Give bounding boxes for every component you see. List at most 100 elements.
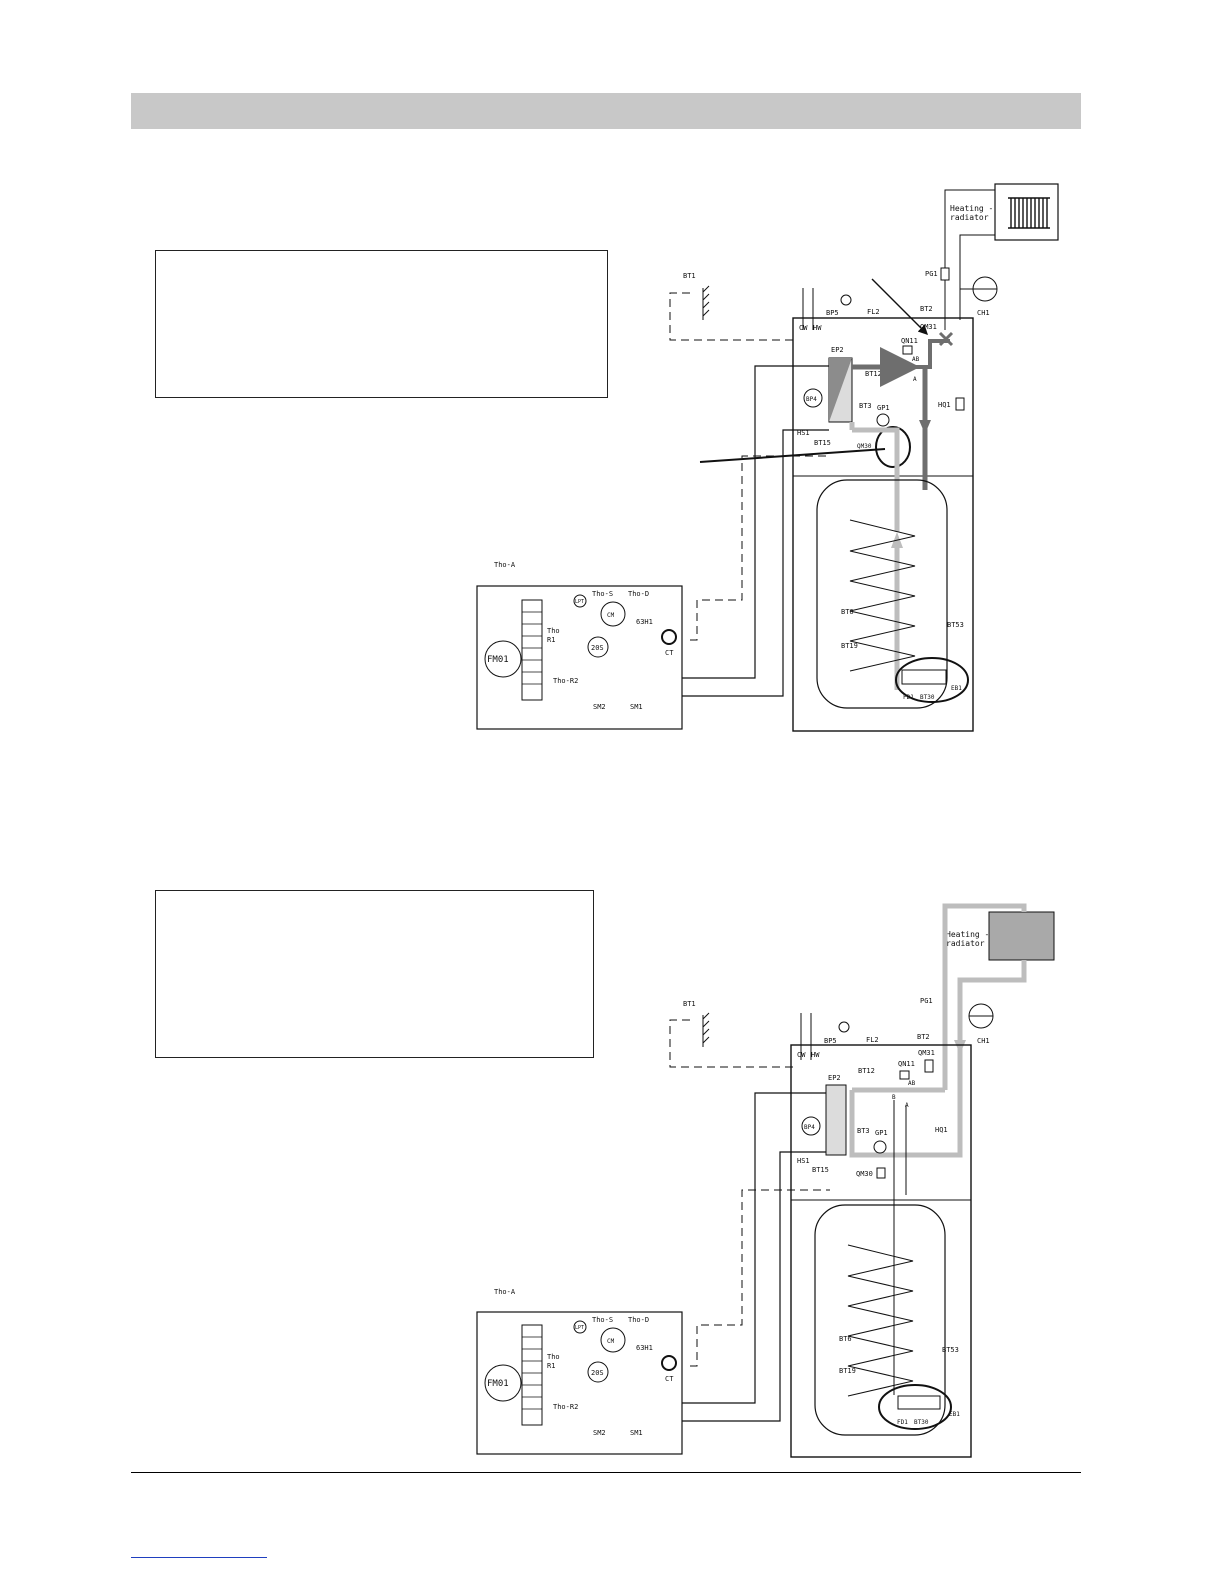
label-hw-top: HW [813, 324, 822, 332]
label-qm30-bot: QM30 [856, 1170, 873, 1178]
label-tho-r2-top: Tho-R2 [553, 677, 578, 685]
label-bt2-bot: BT2 [917, 1033, 930, 1041]
label-ch1-top: CH1 [977, 309, 990, 317]
footer-rule [131, 1472, 1081, 1473]
label-ct-top: CT [665, 649, 674, 657]
label-fd1-bot: FD1 [897, 1419, 908, 1426]
section-header-bar [131, 93, 1081, 129]
tank-bottom [814, 1204, 946, 1436]
description-box-bottom [155, 890, 594, 1058]
label-hw-bot: HW [811, 1051, 820, 1059]
label-hs1-bot: HS1 [797, 1157, 810, 1165]
label-heating-bot-1: Heating - [946, 930, 989, 939]
highlight-eb1-bottom [878, 1384, 952, 1430]
label-20s-bot: 20S [591, 1369, 604, 1377]
label-tho-a-top: Tho-A [494, 561, 516, 569]
label-hq1-top: HQ1 [938, 401, 951, 409]
label-sm1-bot: SM1 [630, 1429, 643, 1437]
label-qn11-top: QN11 [901, 337, 918, 345]
label-20s-top: 20S [591, 644, 604, 652]
label-eb1-bot: EB1 [949, 1411, 960, 1418]
label-bp4-bot: BP4 [804, 1124, 815, 1131]
label-eb1-top: EB1 [951, 685, 962, 692]
label-fm01-bot: FM01 [487, 1379, 509, 1389]
footer-link-underline[interactable] [131, 1557, 267, 1558]
label-ep2-bot: EP2 [828, 1074, 841, 1082]
label-bt19-top: BT19 [841, 642, 858, 650]
indoor-unit-top [792, 317, 974, 732]
label-bt6-bot: BT6 [839, 1335, 852, 1343]
label-63h1-bot: 63H1 [636, 1344, 653, 1352]
label-bt1-top: BT1 [683, 272, 696, 280]
label-fl2-bot: FL2 [866, 1036, 879, 1044]
label-bp5-top: BP5 [826, 309, 839, 317]
label-gp1-top: GP1 [877, 404, 890, 412]
label-lpt-top: LPT [575, 599, 584, 605]
label-fl2-top: FL2 [867, 308, 880, 316]
label-bt53-bot: BT53 [942, 1346, 959, 1354]
highlight-eb1-top [895, 657, 969, 703]
label-tho-d-top: Tho-D [628, 590, 649, 598]
label-ep2-top: EP2 [831, 346, 844, 354]
label-cw-top: CW [799, 324, 808, 332]
label-bt53-top: BT53 [947, 621, 964, 629]
label-ct-bot: CT [665, 1375, 674, 1383]
label-fd1-top: FD1 [903, 694, 914, 701]
label-bt15-top: BT15 [814, 439, 831, 447]
label-tho-r1b-top: R1 [547, 636, 555, 644]
label-qm30-top: QM30 [857, 443, 872, 450]
radiator-fins-top [1008, 197, 1050, 229]
label-lpt-bot: LPT [575, 1325, 584, 1331]
tank-top [816, 479, 948, 709]
highlight-qm30-top [875, 426, 911, 468]
label-hs1-top: HS1 [797, 429, 810, 437]
indoor-unit-bottom [790, 1044, 972, 1458]
label-bt30-top: BT30 [920, 694, 935, 701]
outdoor-unit-top [476, 585, 683, 730]
label-bt19-bot: BT19 [839, 1367, 856, 1375]
label-tho-r1b-bot: R1 [547, 1362, 555, 1370]
label-heating-top-1: Heating - [950, 204, 993, 213]
label-fm01-top: FM01 [487, 655, 509, 665]
label-sm2-bot: SM2 [593, 1429, 606, 1437]
outdoor-unit-bottom [476, 1311, 683, 1455]
label-hq1-bot: HQ1 [935, 1126, 948, 1134]
label-b-bot: B [892, 1094, 896, 1101]
label-ab-top: AB [912, 356, 920, 363]
diagram-top: Heating - radiator PG1 CH1 BT2 BT1 CW HW… [476, 183, 1059, 732]
label-63h1-top: 63H1 [636, 618, 653, 626]
label-bt30-bot: BT30 [914, 1419, 929, 1426]
label-qn11-bot: QN11 [898, 1060, 915, 1068]
diagram-bottom: Heating - radiator PG1 CH1 BT2 BT1 CW HW… [476, 903, 1055, 1458]
radiator-bottom [988, 911, 1055, 961]
label-tho-r1a-bot: Tho [547, 1353, 560, 1361]
label-sm1-top: SM1 [630, 703, 643, 711]
label-qm31-bot: QM31 [918, 1049, 935, 1057]
label-gp1-bot: GP1 [875, 1129, 888, 1137]
label-cm-bot: CM [607, 1338, 615, 1345]
label-tho-s-bot: Tho-S [592, 1316, 613, 1324]
label-ab-bot: AB [908, 1080, 916, 1087]
label-bt3-top: BT3 [859, 402, 872, 410]
label-tho-r1a-top: Tho [547, 627, 560, 635]
description-box-top [155, 250, 608, 398]
label-tho-d-bot: Tho-D [628, 1316, 649, 1324]
label-a-top: A [913, 376, 917, 383]
label-bt1-bot: BT1 [683, 1000, 696, 1008]
label-tho-s-top: Tho-S [592, 590, 613, 598]
label-ch1-bot: CH1 [977, 1037, 990, 1045]
label-a-bot: A [905, 1102, 909, 1109]
label-heating-bot-2: radiator [946, 939, 985, 948]
label-qm31-top: QM31 [920, 323, 937, 331]
label-tho-r2-bot: Tho-R2 [553, 1403, 578, 1411]
label-sm2-top: SM2 [593, 703, 606, 711]
label-bt12-top: BT12 [865, 370, 882, 378]
label-tho-a-bot: Tho-A [494, 1288, 516, 1296]
label-cm-top: CM [607, 612, 615, 619]
label-bp5-bot: BP5 [824, 1037, 837, 1045]
label-cw-bot: CW [797, 1051, 806, 1059]
label-bt2-top: BT2 [920, 305, 933, 313]
label-bt6-top: BT6 [841, 608, 854, 616]
label-bt12-bot: BT12 [858, 1067, 875, 1075]
label-pg1-top: PG1 [925, 270, 938, 278]
